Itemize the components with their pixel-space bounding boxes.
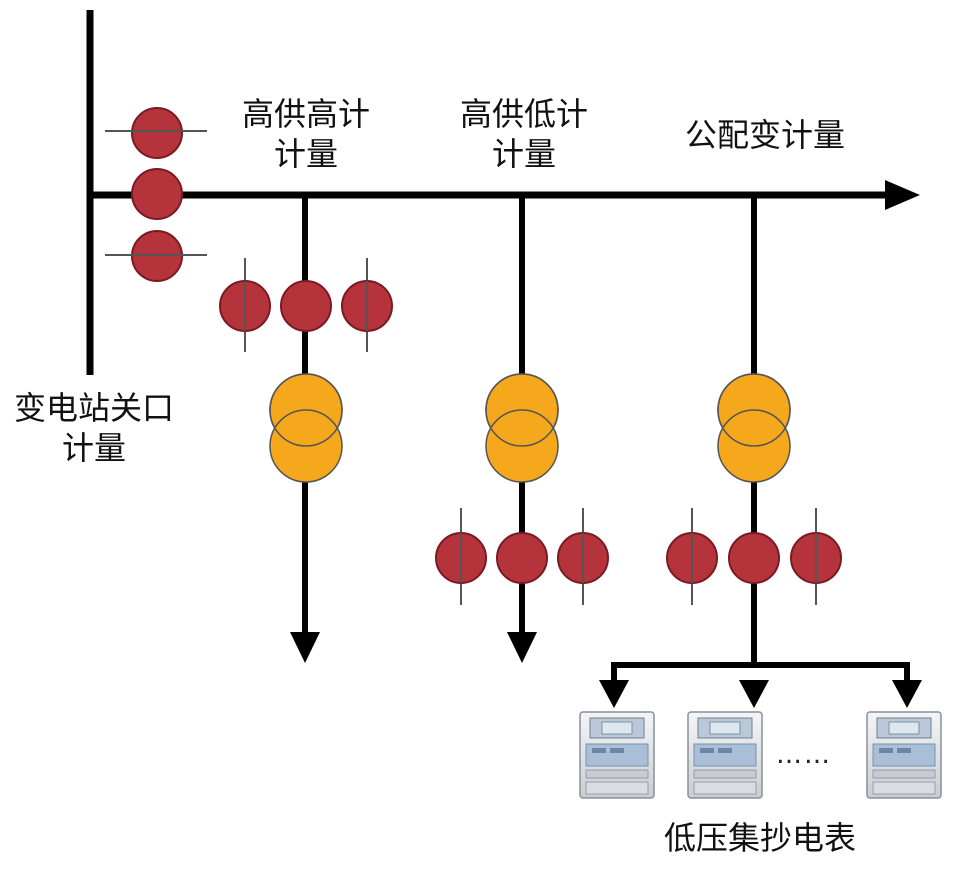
branch-high-supply-low-meter	[435, 195, 609, 663]
arrow-icon	[739, 680, 769, 708]
arrow-icon	[599, 680, 629, 708]
arrow-icon	[507, 632, 537, 663]
label-substation-gateway: 变电站关口 计量	[4, 388, 184, 468]
label-line-1: 高供高计	[241, 95, 370, 133]
electricity-meter-icon	[866, 711, 942, 799]
current-transformer-icon	[131, 107, 183, 159]
label-low-voltage-meters: 低压集抄电表	[663, 819, 856, 857]
power-transformer-icon	[717, 373, 791, 483]
label-public-transformer: 公配变计量	[684, 116, 845, 154]
ct-group-public	[666, 508, 842, 605]
arrow-icon	[892, 680, 922, 708]
current-transformer-icon	[131, 168, 183, 220]
ct-group-high-side	[219, 258, 393, 352]
power-transformer-icon	[485, 373, 559, 483]
ct-group-low-side	[435, 508, 609, 605]
current-transformer-icon	[496, 532, 548, 584]
current-transformer-icon	[280, 280, 332, 332]
label-line-1: 变电站关口	[13, 389, 174, 427]
meters-ellipsis: ……	[776, 740, 832, 770]
current-transformer-icon	[728, 532, 780, 584]
branch-high-supply-high-meter	[219, 195, 393, 663]
electricity-meter-icon	[687, 711, 763, 799]
label-line-2: 计量	[491, 135, 556, 173]
power-transformer-icon	[269, 373, 343, 483]
substation-ct-group	[105, 107, 207, 282]
electricity-meter-icon	[579, 711, 655, 799]
label-high-supply-low-meter: 高供低计 计量	[450, 94, 598, 174]
main-feeder-arrow-icon	[885, 180, 920, 210]
branch-public-transformer	[599, 195, 922, 708]
label-line-1: 高供低计	[459, 95, 588, 133]
arrow-icon	[290, 632, 320, 663]
label-line-2: 计量	[61, 429, 126, 467]
label-line-2: 计量	[273, 135, 338, 173]
label-high-supply-high-meter: 高供高计 计量	[232, 94, 380, 174]
